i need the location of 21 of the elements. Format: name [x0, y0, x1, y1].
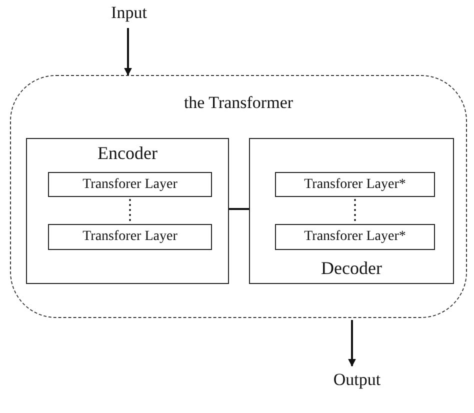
- arrow: [124, 28, 132, 76]
- text-label: Output: [332, 370, 382, 390]
- block-box: [275, 224, 435, 250]
- text-label: Input: [110, 3, 148, 23]
- arrow: [348, 320, 356, 367]
- box-label: Transforer Layer*: [303, 176, 407, 192]
- connector-line: [229, 208, 249, 210]
- box-label: Transforer Layer: [82, 229, 178, 245]
- box-title: the Transformer: [182, 93, 294, 113]
- block-box: [275, 172, 435, 197]
- box-title: Decoder: [320, 258, 383, 279]
- block-box: [48, 172, 212, 197]
- dotted-line: [354, 199, 356, 224]
- block-box: [26, 138, 229, 284]
- block-box: [249, 138, 454, 284]
- box-title: Encoder: [96, 143, 158, 164]
- box-label: Transforer Layer*: [303, 229, 407, 245]
- box-label: Transforer Layer: [82, 176, 178, 192]
- dotted-line: [129, 199, 131, 224]
- container-box: [10, 75, 467, 318]
- block-box: [48, 224, 212, 250]
